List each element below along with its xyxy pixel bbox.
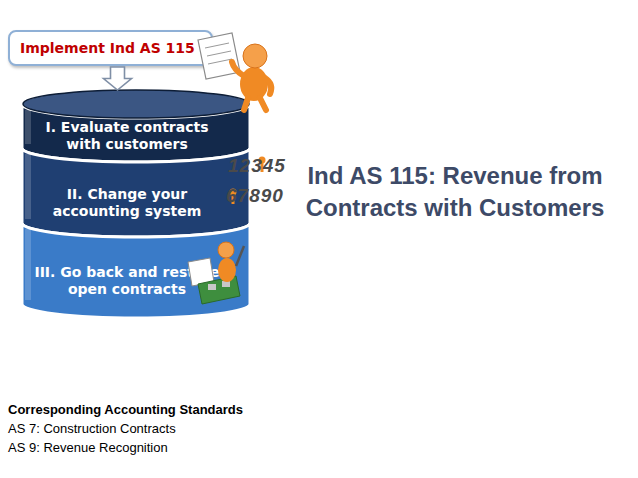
cylinder-layer: III. Go back and restate open contracts [22,209,250,318]
box-label: Implement Ind AS 115 [20,32,210,64]
cylinder-outline [22,209,250,318]
layer-label: I. Evaluate contracts with customers [32,116,222,156]
layer-label: II. Change your accounting system [32,182,222,224]
figure-arm [232,62,244,76]
standard-item: AS 7: Construction Contracts [8,421,176,436]
section-heading: Corresponding Accounting Standards [8,402,243,417]
figure-arm [265,78,271,94]
cylinder-sheen [25,154,31,219]
cylinder-sheen [25,110,31,144]
layer-label: III. Go back and restate open contracts [32,259,222,303]
slide-title: Ind AS 115: Revenue from Contracts with … [290,160,620,225]
cylinder-top [23,90,249,118]
cylinder-outline [22,134,250,237]
figure-head [243,44,267,68]
cylinder-layer: I. Evaluate contracts with customers [22,90,250,162]
cylinder-sheen [25,229,31,300]
number-art: 12345 [228,155,286,177]
figure-body [240,67,268,101]
action-box: Implement Ind AS 115 [8,30,213,66]
number-art: 67890 [226,185,284,207]
flow-arrow [104,67,132,90]
cylinder-band [22,148,250,237]
cylinder-layer: II. Change your accounting system [22,134,250,237]
cylinder-band [22,223,250,318]
standard-item: AS 9: Revenue Recognition [8,440,168,455]
